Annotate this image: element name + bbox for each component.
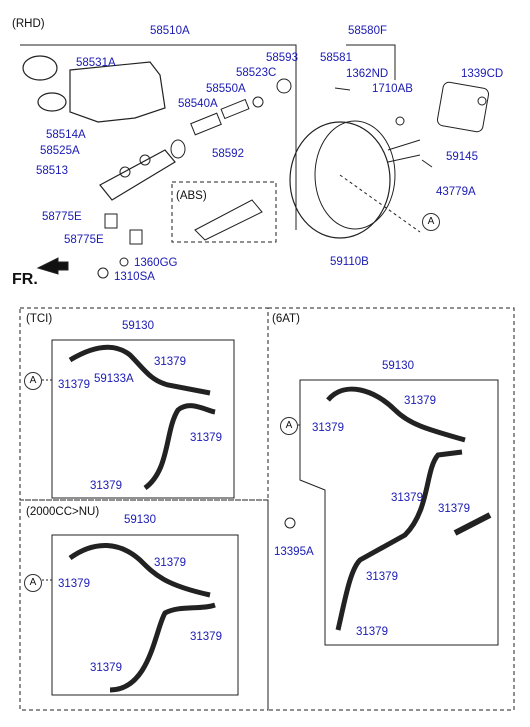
label-at6-13395A: 13395A [274,546,314,558]
pin-43779A [421,159,433,168]
label-at6-31379-bottom: 31379 [356,626,388,638]
label-1362ND: 1362ND [346,68,389,80]
plug-58775E-2 [129,229,143,245]
header-2000cc: (2000CC>NU) [26,506,100,518]
label-1710AB: 1710AB [372,83,413,95]
label-43779A: 43779A [436,186,476,198]
ref-marker-a-tci: A [24,372,42,390]
label-cc-31379-top: 31379 [154,557,186,569]
reservoir-cap [22,55,58,81]
label-tci-31379-bottom: 31379 [90,480,122,492]
at6-hose-frame [299,379,499,646]
cc2000-hose-frame [51,534,239,696]
label-at6-31379-lower: 31379 [366,571,398,583]
label-tci-59133A: 59133A [94,373,134,385]
header-tci: (TCI) [26,313,53,325]
label-59145: 59145 [446,151,478,163]
label-58525A: 58525A [40,145,80,157]
label-58775E-2: 58775E [64,234,104,246]
label-at6-31379-top: 31379 [404,395,436,407]
header-abs: (ABS) [176,190,207,202]
tci-hose-frame [51,339,235,499]
tci-hose-upper [68,344,211,396]
label-tci-31379-top: 31379 [154,356,186,368]
cylinder-port-2 [139,154,151,166]
label-58523C: 58523C [236,67,277,79]
front-label: FR. [12,271,38,288]
label-cc-31379-left: 31379 [58,578,90,590]
seal-58523C [252,96,264,108]
cc2000-section [19,499,269,711]
booster-shell [314,120,396,230]
label-58592: 58592 [212,148,244,160]
label-58550A: 58550A [206,83,246,95]
cc-hose-lower [109,602,216,693]
label-58514A: 58514A [46,129,86,141]
tci-section [19,307,269,501]
label-59110B: 59110B [330,256,369,268]
reservoir-filter [37,92,67,112]
cylinder-port-1 [119,166,131,178]
label-at6-31379-right: 31379 [438,503,470,515]
label-58531A: 58531A [76,57,116,69]
cc-hose-upper [68,543,211,598]
label-tci-59130: 59130 [122,320,154,332]
label-1360GG: 1360GG [134,257,178,269]
label-58540A: 58540A [178,98,218,110]
plug-13395A [284,517,296,529]
nut-1310SA [97,267,109,279]
booster-body [289,121,391,239]
spring-58550A [220,98,250,120]
label-cc-59130: 59130 [124,514,156,526]
label-58510A: 58510A [150,25,190,37]
label-1310SA: 1310SA [114,271,155,283]
seal-1360GG [119,257,129,267]
ref-marker-a-6at: A [280,417,298,435]
label-tci-31379-right: 31379 [190,432,222,444]
booster-rod [387,139,421,163]
at6-section [267,307,515,711]
front-arrow [36,257,69,275]
oring-58592 [170,139,186,159]
ref-leader-top [339,174,421,233]
header-rhd: (RHD) [12,18,45,30]
label-1339CD: 1339CD [461,68,504,80]
ref-marker-a-2000cc: A [24,574,42,592]
label-58580F: 58580F [348,25,388,37]
label-at6-31379-left: 31379 [312,422,344,434]
label-at6-59130: 59130 [382,360,414,372]
gasket-59145 [436,81,490,133]
abs-cylinder [194,199,263,241]
label-58593: 58593 [266,52,298,64]
label-58513: 58513 [36,165,68,177]
reservoir-outline [69,61,166,123]
label-cc-31379-right: 31379 [190,631,222,643]
master-cylinder-frame [20,44,297,230]
label-at6-31379-mid: 31379 [391,492,423,504]
ref-marker-a-top: A [422,213,440,231]
master-cylinder-body [99,149,176,201]
tci-hose-lower [143,403,216,491]
at6-hose-upper [326,386,466,443]
header-6at: (6AT) [272,313,300,325]
label-58775E-1: 58775E [42,211,82,223]
pin-58581 [334,87,351,91]
clip-1710AB [395,116,405,126]
piston-58540A [190,112,222,136]
label-tci-31379-left: 31379 [58,379,90,391]
ring-58593 [276,78,292,94]
plug-58775E-1 [104,213,118,229]
booster-bracket-frame [346,44,396,80]
label-58581: 58581 [320,52,352,64]
label-cc-31379-bottom: 31379 [90,662,122,674]
nut-1339CD [477,96,487,106]
at6-hose-branch [453,512,492,536]
at6-hose-lower [335,449,463,631]
abs-frame [171,181,277,243]
